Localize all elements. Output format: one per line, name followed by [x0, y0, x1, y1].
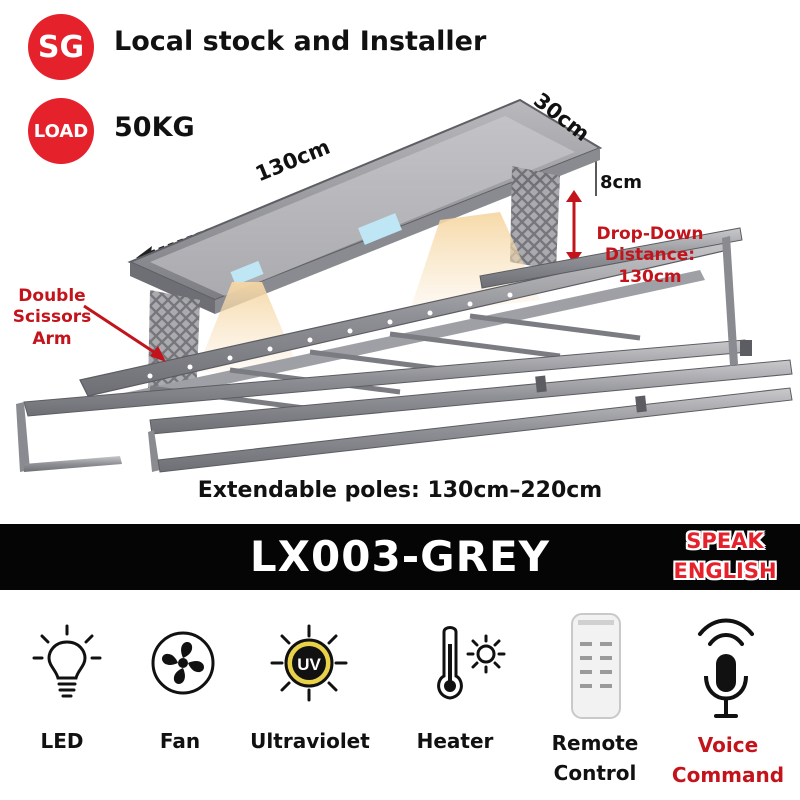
feature-label-voice-line1: Voice [697, 733, 759, 757]
feature-label-led-line1: LED [40, 729, 84, 753]
drop-down-line1: Drop-Down [596, 224, 704, 244]
scissor-line3: Arm [32, 328, 72, 349]
extendable-poles-caption: Extendable poles: 130cm–220cm [197, 478, 603, 503]
model-name: LX003-GREY [249, 532, 551, 581]
height-label: 8cm [600, 172, 642, 193]
drop-down-line2: Distance: [604, 245, 696, 266]
local-stock-text: Local stock and Installer [114, 26, 487, 57]
sg-badge-text: SG [37, 29, 85, 65]
lightbulb-icon [32, 624, 102, 698]
clothes-rack-illustration [16, 98, 793, 473]
feature-label-remote-control: Remote Control [530, 728, 660, 788]
drop-down-label: Drop-Down Distance: 130cm [582, 224, 718, 288]
fan-icon [151, 631, 215, 695]
load-capacity-text: 50KG [114, 112, 195, 143]
model-banner: LX003-GREY SPEAK ENGLISH [0, 524, 800, 590]
load-badge: LOAD [28, 98, 94, 164]
feature-label-ultraviolet-line1: Ultraviolet [250, 729, 370, 753]
uv-icon: UV [270, 624, 348, 702]
speak-line1: SPEAK [686, 529, 764, 553]
uv-icon-text: UV [297, 655, 321, 674]
remote-control-icon [571, 613, 621, 719]
thermometer-sun-icon [437, 626, 506, 700]
speak-line2: ENGLISH [673, 559, 777, 583]
feature-label-led: LED [12, 726, 112, 756]
scissor-line2: Scissors [12, 307, 92, 328]
feature-label-voice-line2: Command [671, 763, 785, 787]
feature-label-remote-line2: Control [553, 761, 637, 785]
drop-down-line3: 130cm [618, 266, 682, 287]
feature-label-fan: Fan [130, 726, 230, 756]
feature-label-remote-line1: Remote [551, 731, 639, 755]
feature-label-ultraviolet: Ultraviolet [240, 726, 380, 756]
feature-label-voice-command: Voice Command [656, 730, 800, 790]
feature-label-fan-line1: Fan [159, 729, 201, 753]
sg-badge: SG [28, 14, 94, 80]
voice-microphone-icon [698, 618, 754, 718]
feature-label-heater-line1: Heater [416, 729, 494, 753]
speak-english-tag: SPEAK ENGLISH [660, 526, 790, 586]
scissor-arm-label: Double Scissors Arm [2, 286, 102, 350]
feature-label-heater: Heater [400, 726, 510, 756]
scissor-line1: Double [18, 286, 86, 306]
load-badge-text: LOAD [33, 120, 89, 142]
